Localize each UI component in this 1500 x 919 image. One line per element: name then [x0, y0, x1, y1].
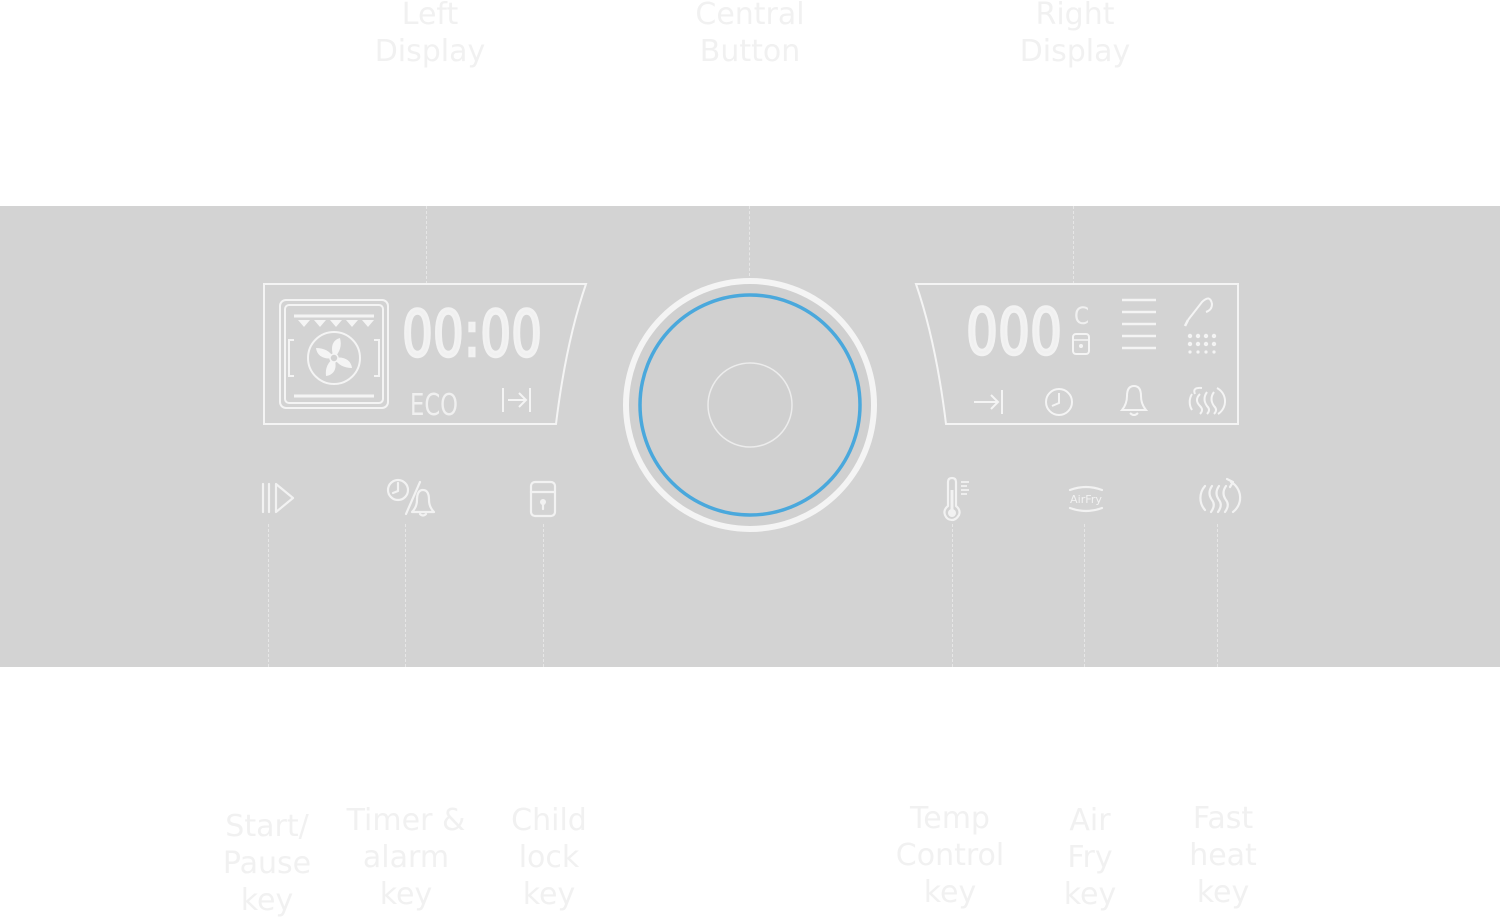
- leader-right-display: [1073, 206, 1074, 284]
- leader-timer-alarm: [405, 524, 406, 667]
- lock-indicator-icon: [1072, 333, 1090, 355]
- dot-grid-icon: [1187, 333, 1217, 354]
- timer-alarm-icon[interactable]: [386, 478, 438, 518]
- time-readout: 00:00: [402, 298, 542, 372]
- control-panel: 00:00 ECO 000 C: [0, 206, 1500, 667]
- label-left-display: Left Display: [374, 0, 486, 69]
- temp-control-icon[interactable]: [938, 476, 974, 522]
- leader-left-display: [426, 206, 427, 284]
- leader-start-pause: [268, 524, 269, 667]
- airfry-text: AirFry: [1070, 494, 1102, 506]
- right-display: 000 C: [914, 283, 1239, 425]
- end-time-arrow-icon: [502, 388, 531, 412]
- label-timer-alarm-key: Timer & alarm key: [346, 803, 466, 912]
- duration-arrow-icon: [974, 390, 1003, 414]
- label-start-pause-key: Start/ Pause key: [222, 809, 312, 918]
- label-air-fry-key: Air Fry key: [1063, 803, 1117, 912]
- bell-icon: [1119, 384, 1149, 416]
- label-central-button: Central Button: [695, 0, 805, 69]
- oven-fan-icon: [279, 299, 389, 409]
- knob-center-button[interactable]: [707, 362, 793, 448]
- label-temp-control-key: Temp Control key: [895, 801, 1005, 910]
- child-lock-icon[interactable]: [527, 478, 559, 520]
- leader-fast-heat: [1217, 524, 1218, 667]
- fast-heat-indicator-icon: [1188, 386, 1227, 415]
- air-fry-icon[interactable]: AirFry: [1066, 482, 1106, 516]
- eco-label: ECO: [410, 388, 458, 423]
- fast-heat-icon[interactable]: [1197, 476, 1242, 520]
- clock-icon: [1045, 388, 1073, 416]
- leader-child-lock: [543, 524, 544, 667]
- probe-icon: [1183, 297, 1214, 327]
- label-right-display: Right Display: [1019, 0, 1131, 69]
- label-child-lock-key: Child lock key: [511, 803, 587, 912]
- unit-label: C: [1074, 302, 1089, 330]
- leader-air-fry: [1084, 524, 1085, 667]
- start-pause-icon[interactable]: [258, 480, 298, 516]
- temp-readout: 000: [966, 296, 1062, 370]
- knob-light-ring: [638, 293, 862, 517]
- leader-temp-control: [952, 524, 953, 667]
- leader-central-button: [749, 206, 750, 276]
- level-bars-icon: [1122, 298, 1156, 350]
- label-fast-heat-key: Fast heat key: [1189, 801, 1257, 910]
- left-display: 00:00 ECO: [263, 283, 588, 425]
- central-knob[interactable]: [620, 274, 880, 536]
